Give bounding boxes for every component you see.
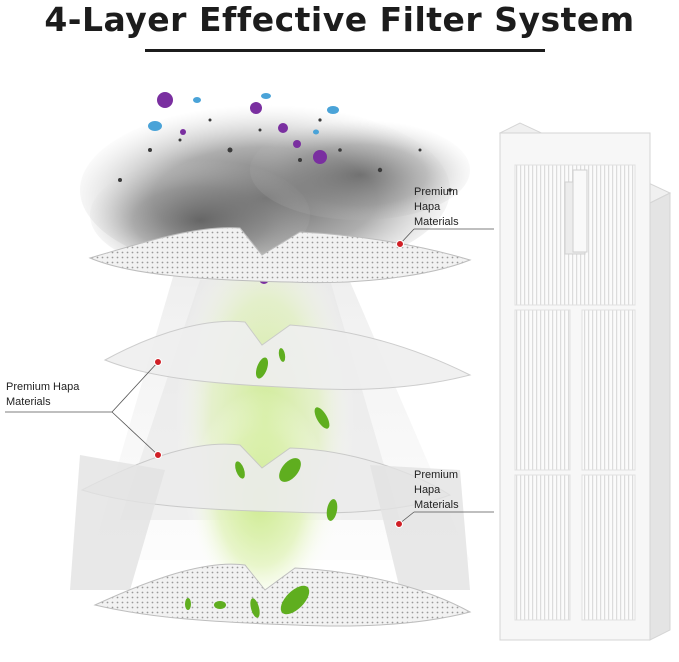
- filter-layer-4: [93, 563, 472, 627]
- green-leaf-icons: [185, 348, 338, 618]
- callout-label-left: Premium Hapa Materials: [6, 381, 80, 408]
- page-title: 4-Layer Effective Filter System: [44, 0, 635, 39]
- hepa-filter-cartridge-illustration: [498, 122, 672, 641]
- filter-layer-2: [103, 320, 472, 390]
- callout-dots: [154, 240, 404, 528]
- title-underline: [145, 49, 545, 52]
- filter-layer-3: [70, 443, 470, 590]
- callout-label-bottom-right: Premium Hapa Materials: [414, 469, 459, 511]
- callout-label-top-right: Premium Hapa Materials: [414, 186, 459, 228]
- filter-layer-1: [88, 227, 472, 284]
